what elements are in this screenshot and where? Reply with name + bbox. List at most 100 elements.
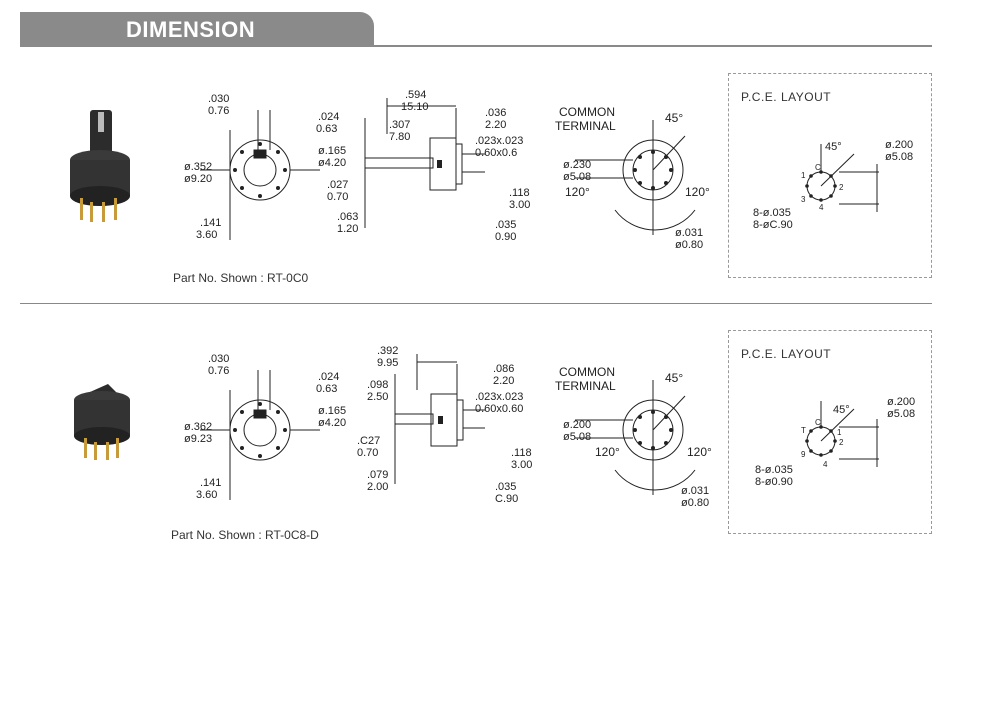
rear-angle-top-1: 45° — [665, 111, 683, 125]
pce-layout-box-1: P.C.E. LAYOUT 45° ø.200 ø5.08 8-ø.035 8-… — [728, 73, 932, 278]
side-base-mm: 2.00 — [367, 481, 388, 493]
side-tr-mm: 2.20 — [485, 119, 506, 131]
pce-holes-in-1: 8-ø.035 — [753, 207, 791, 219]
side-overall-mm: 15.10 — [401, 101, 429, 113]
side-base-in: .063 — [337, 211, 358, 223]
side-tr-mm: 2.20 — [493, 375, 514, 387]
rear-common-2: COMMON — [559, 365, 615, 379]
row-divider — [20, 303, 932, 304]
pce-layout-box-2: P.C.E. LAYOUT 45° ø.200 ø5.08 8-ø.035 8-… — [728, 330, 932, 534]
rear-angle-right-2: 120° — [687, 445, 712, 459]
side-pin-in: .023x.023 — [475, 135, 523, 147]
part-shown-1: Part No. Shown : RT-0C0 — [173, 271, 309, 285]
pce-holes-in-2: 8-ø.035 — [755, 464, 793, 476]
pce-pin-label: C — [815, 163, 821, 172]
pce-title-2: P.C.E. LAYOUT — [741, 347, 832, 361]
front-dim-left-mm: ø9.23 — [184, 433, 212, 445]
front-view-drawing-2: .030 0.76 .024 0.63 ø.165 ø4.20 ø.362 ø9… — [170, 350, 360, 510]
front-dim-right-in: ø.165 — [318, 145, 346, 157]
product-photo-rt-0c8-d — [60, 380, 150, 510]
pce-pin-label: 2 — [839, 183, 844, 192]
front-dim-bottom-mm: 3.60 — [196, 229, 217, 241]
rear-angle-top-2: 45° — [665, 371, 683, 385]
pce-pin-label: 2 — [839, 438, 844, 447]
side-body-in: .098 — [367, 379, 388, 391]
pce-angle-2: 45° — [833, 404, 850, 416]
section-title: DIMENSION — [126, 17, 256, 42]
rear-pin-mm-2: ø0.80 — [681, 497, 709, 509]
side-tr-in: .086 — [493, 363, 514, 375]
front-dim-left-in: ø.352 — [184, 161, 212, 173]
side-br-in: .035 — [495, 219, 516, 231]
pce-holes-mm-2: 8-ø0.90 — [755, 476, 793, 488]
rear-angle-left-2: 120° — [595, 445, 620, 459]
rear-dia-mm-2: ø5.08 — [563, 431, 591, 443]
front-dim-right-in: ø.165 — [318, 405, 346, 417]
front-dim-tr-mm: 0.63 — [316, 383, 337, 395]
side-pinlen-mm: 3.00 — [509, 199, 530, 211]
front-dim-left-mm: ø9.20 — [184, 173, 212, 185]
pce-pitch-mm-1: ø5.08 — [885, 151, 913, 163]
rear-view-drawing-2: COMMON TERMINAL 45° 120° 120° ø.200 ø5.0… — [545, 360, 725, 515]
pce-pin-label: 4 — [823, 460, 828, 469]
front-dim-bottom-in: .141 — [200, 217, 221, 229]
side-pin-in: .023x.023 — [475, 391, 523, 403]
side-overall-in: .392 — [377, 345, 398, 357]
rear-dia-mm-1: ø5.08 — [563, 171, 591, 183]
front-dim-tr-in: .024 — [318, 111, 339, 123]
front-dim-top-in: .030 — [208, 353, 229, 365]
side-shaft-in: .027 — [327, 179, 348, 191]
side-pinlen-mm: 3.00 — [511, 459, 532, 471]
section-tab: DIMENSION — [20, 12, 374, 46]
pce-pin-label: C — [815, 418, 821, 427]
header-rule — [20, 45, 932, 47]
side-base-in: .079 — [367, 469, 388, 481]
side-body-mm: 7.80 — [389, 131, 410, 143]
rear-view-drawing-1: COMMON TERMINAL 45° 120° 120° ø.230 ø5.0… — [545, 100, 725, 255]
rear-pin-mm-1: ø0.80 — [675, 239, 703, 251]
side-pin-mm: 0.60x0.60 — [475, 403, 523, 415]
front-dim-top-in: .030 — [208, 93, 229, 105]
pce-pitch-mm-2: ø5.08 — [887, 408, 915, 420]
pce-angle-1: 45° — [825, 141, 842, 153]
rear-common-1: COMMON — [559, 105, 615, 119]
front-dim-tr-mm: 0.63 — [316, 123, 337, 135]
side-shaft-mm: 0.70 — [357, 447, 378, 459]
rear-terminal-2: TERMINAL — [555, 379, 616, 393]
pce-pin-label: 3 — [801, 195, 806, 204]
side-overall-mm: 9.95 — [377, 357, 398, 369]
pce-pin-label: 9 — [801, 450, 806, 459]
front-dim-top-mm: 0.76 — [208, 365, 229, 377]
front-dim-right-mm: ø4.20 — [318, 157, 346, 169]
rear-pin-in-2: ø.031 — [681, 485, 709, 497]
front-dim-top-mm: 0.76 — [208, 105, 229, 117]
side-overall-in: .594 — [405, 89, 426, 101]
rear-dia-in-1: ø.230 — [563, 159, 591, 171]
pce-pitch-in-2: ø.200 — [887, 396, 915, 408]
side-pinlen-in: .118 — [509, 187, 530, 199]
side-tr-in: .036 — [485, 107, 506, 119]
product-photo-rt-0c0 — [58, 110, 148, 240]
front-dim-bottom-mm: 3.60 — [196, 489, 217, 501]
side-body-in: .307 — [389, 119, 410, 131]
side-pinlen-in: .118 — [511, 447, 532, 459]
rear-angle-right-1: 120° — [685, 185, 710, 199]
front-dim-bottom-in: .141 — [200, 477, 221, 489]
pce-title-1: P.C.E. LAYOUT — [741, 90, 832, 104]
section-header: DIMENSION — [20, 12, 932, 47]
side-view-drawing-2: .392 9.95 .098 2.50 .086 2.20 .023x.023 … — [355, 344, 545, 509]
rear-angle-left-1: 120° — [565, 185, 590, 199]
side-br-mm: 0.90 — [495, 231, 516, 243]
side-br-in: .035 — [495, 481, 516, 493]
side-body-mm: 2.50 — [367, 391, 388, 403]
part-shown-2: Part No. Shown : RT-0C8-D — [171, 528, 319, 542]
rear-dia-in-2: ø.200 — [563, 419, 591, 431]
side-shaft-mm: 0.70 — [327, 191, 348, 203]
side-shaft-in: .C27 — [357, 435, 380, 447]
side-br-mm: C.90 — [495, 493, 518, 505]
front-dim-right-mm: ø4.20 — [318, 417, 346, 429]
pce-pin-label: 4 — [819, 203, 824, 212]
front-view-drawing-1: .030 0.76 .024 0.63 ø.165 ø4.20 ø.352 ø9… — [170, 90, 360, 250]
pce-pin-label: 1 — [801, 171, 806, 180]
front-dim-left-in: ø.362 — [184, 421, 212, 433]
